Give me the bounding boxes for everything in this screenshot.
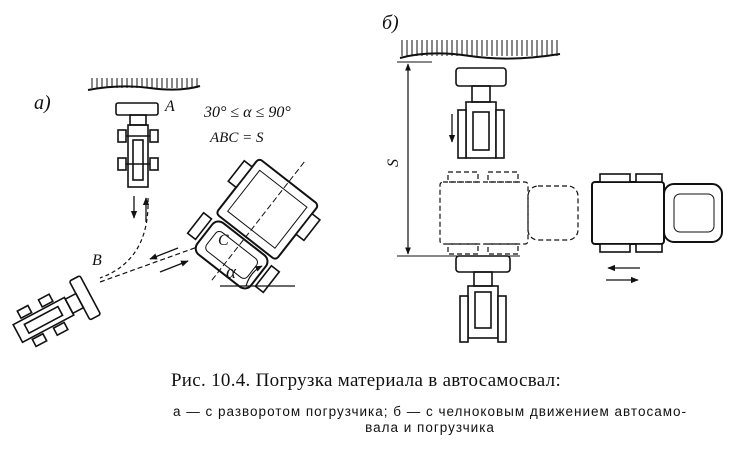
distance-s-label: S — [385, 159, 402, 167]
material-pile-b — [399, 40, 561, 60]
loader-a — [115, 102, 159, 188]
loader-b — [12, 275, 101, 348]
description-line-1: а — с разворотом погрузчика; б — с челно… — [172, 404, 688, 419]
figure-caption: Рис. 10.4. Погрузка материала в автосамо… — [170, 370, 562, 391]
point-c-label: C — [218, 232, 229, 249]
material-pile-a — [87, 78, 201, 91]
panel-b-label: б) — [382, 12, 399, 34]
dimension-s — [397, 61, 520, 257]
figure-description: а — с разворотом погрузчика; б — с челно… — [150, 404, 710, 436]
loader-bottom — [455, 255, 511, 343]
condition-angle-label: 30° ≤ α ≤ 90° — [204, 104, 291, 121]
panel-a — [12, 78, 322, 348]
loader-top — [455, 67, 507, 159]
panel-b — [397, 40, 723, 343]
dump-truck-c — [186, 158, 322, 294]
angle-alpha-label: α — [226, 262, 236, 283]
dump-truck-dashed — [439, 171, 579, 255]
condition-path-label: ABC = S — [210, 130, 264, 146]
point-b-label: B — [92, 252, 102, 269]
description-line-2: вала и погрузчика — [365, 420, 495, 435]
point-a-label: A — [165, 98, 175, 115]
panel-a-label: а) — [34, 92, 51, 114]
dump-truck-solid — [591, 173, 723, 253]
